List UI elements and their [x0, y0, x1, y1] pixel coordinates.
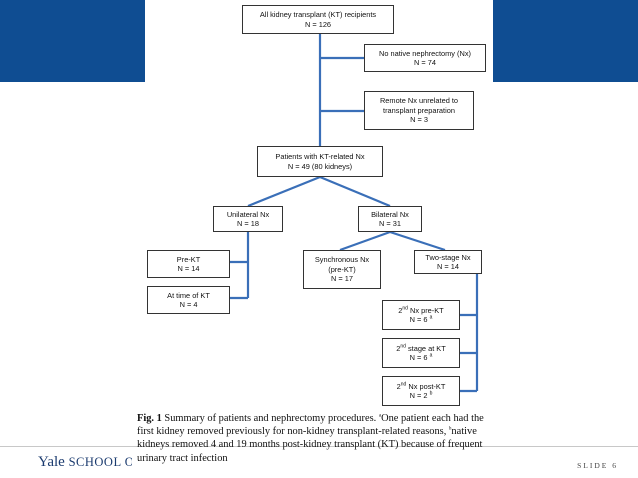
footer-divider [0, 446, 638, 447]
second-pre-count: N = 6 a [410, 315, 433, 324]
second-at-title: 2nd stage at KT [396, 344, 446, 353]
box-pre-kt-line2: N = 14 [177, 264, 200, 273]
caption-text2: One patient each had the first kidney re… [137, 413, 484, 438]
box-two-stage-line2: N = 14 [437, 262, 459, 271]
box-no-nephrectomy: No native nephrectomy (Nx) N = 74 [364, 44, 486, 72]
second-post-sup: nd [400, 381, 407, 388]
second-post-mark: b [429, 390, 433, 397]
box-second-nx-post-kt: 2nd Nx post-KT N = 2 b [382, 376, 460, 406]
box-unilateral-line1: Unilateral Nx [226, 209, 270, 219]
box-all-recipients: All kidney transplant (KT) recipients N … [242, 5, 394, 34]
header-band-right [493, 0, 638, 82]
box-sync-line2: (pre-KT) [328, 264, 356, 274]
box-at-time-line1: At time of KT [167, 290, 210, 300]
caption-text3: native kidneys removed 4 and 19 months p… [137, 426, 483, 464]
second-post-prefix: 2 [396, 381, 401, 391]
box-at-time-line2: N = 4 [179, 300, 198, 309]
figure-caption: Fig. 1 Summary of patients and nephrecto… [137, 412, 497, 465]
second-at-count: N = 6 a [410, 353, 433, 362]
box-pre-kt-line1: Pre-KT [176, 254, 201, 264]
caption-backdrop [132, 447, 500, 478]
box-remote-line3: N = 3 [410, 115, 428, 125]
second-post-n: N = 2 [409, 391, 428, 400]
box-sync-line1: Synchronous Nx [314, 255, 370, 265]
second-at-prefix: 2 [396, 343, 401, 353]
second-at-mark: a [429, 352, 433, 359]
box-unilateral-line2: N = 18 [237, 219, 259, 228]
second-post-rest: Nx post-KT [406, 381, 446, 391]
second-post-title: 2nd Nx post-KT [397, 382, 446, 391]
box-all-line1: All kidney transplant (KT) recipients [259, 10, 377, 20]
box-remote-line2: transplant preparation [383, 105, 455, 115]
second-pre-mark: a [429, 314, 433, 321]
second-post-count: N = 2 b [410, 391, 433, 400]
second-pre-n: N = 6 [409, 315, 428, 324]
box-second-nx-pre-kt: 2nd Nx pre-KT N = 6 a [382, 300, 460, 330]
caption-text1: Summary of patients and nephrectomy proc… [161, 413, 379, 424]
second-at-sup: nd [400, 343, 406, 350]
box-all-line2: N = 126 [304, 19, 332, 29]
second-pre-title: 2nd Nx pre-KT [398, 306, 443, 315]
box-no-nx-line2: N = 74 [414, 58, 436, 67]
box-kt-line1: Patients with KT-related Nx [275, 152, 365, 162]
box-bilateral-line1: Bilateral Nx [371, 209, 409, 219]
second-pre-prefix: 2 [398, 305, 403, 315]
slide-number: SLIDE 6 [577, 461, 618, 470]
box-pre-kt: Pre-KT N = 14 [147, 250, 230, 278]
caption-fig-label: Fig. 1 [137, 413, 162, 424]
box-sync-line3: N = 17 [331, 274, 353, 284]
box-synchronous-nx: Synchronous Nx (pre-KT) N = 17 [303, 250, 381, 289]
second-pre-rest: Nx pre-KT [407, 305, 444, 315]
box-two-stage-nx: Two-stage Nx N = 14 [414, 250, 482, 274]
box-remote-nx: Remote Nx unrelated to transplant prepar… [364, 91, 474, 130]
box-remote-line1: Remote Nx unrelated to [379, 96, 459, 106]
box-unilateral-nx: Unilateral Nx N = 18 [213, 206, 283, 232]
header-band-left [0, 0, 145, 82]
box-kt-related-nx: Patients with KT-related Nx N = 49 (80 k… [257, 146, 383, 177]
second-pre-sup: nd [402, 305, 408, 312]
box-at-time-of-kt: At time of KT N = 4 [147, 286, 230, 314]
box-kt-line2: N = 49 (80 kidneys) [287, 161, 353, 171]
box-two-stage-line1: Two-stage Nx [425, 252, 471, 262]
footer-yale: Yale [38, 454, 65, 470]
box-bilateral-nx: Bilateral Nx N = 31 [358, 206, 422, 232]
caption-mark-a: a [378, 413, 382, 419]
caption-mark-b: b [448, 426, 452, 432]
box-bilateral-line2: N = 31 [379, 219, 401, 228]
second-at-rest: stage at KT [405, 343, 446, 353]
box-second-stage-at-kt: 2nd stage at KT N = 6 a [382, 338, 460, 368]
second-at-n: N = 6 [409, 353, 428, 362]
box-no-nx-line1: No native nephrectomy (Nx) [378, 48, 471, 58]
